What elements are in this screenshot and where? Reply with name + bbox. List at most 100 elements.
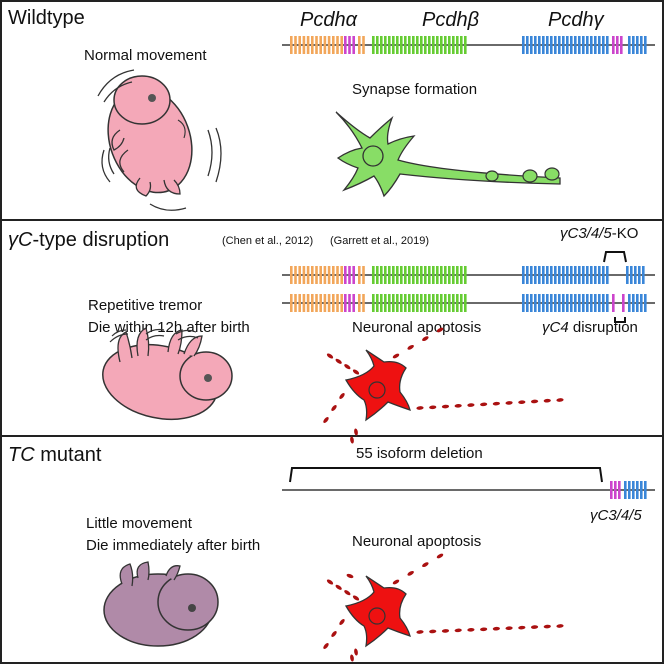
exon-bar bbox=[380, 36, 383, 54]
exon-bar bbox=[416, 266, 419, 284]
exon-bar bbox=[323, 36, 327, 54]
exon-bar bbox=[602, 294, 605, 312]
exon-bar bbox=[384, 266, 387, 284]
exon-bar bbox=[384, 36, 387, 54]
exon-bar bbox=[424, 266, 427, 284]
fragment-dot bbox=[467, 403, 475, 407]
exon-bar bbox=[408, 36, 411, 54]
exon-bar bbox=[344, 294, 347, 312]
apoptotic-neuron-icon bbox=[344, 349, 411, 422]
exon-bar bbox=[327, 294, 331, 312]
exon-bar bbox=[323, 266, 327, 284]
exon-bar bbox=[440, 266, 443, 284]
exon-bar bbox=[644, 294, 647, 312]
gene-cluster-ko bbox=[290, 266, 645, 284]
exon-bar bbox=[598, 36, 601, 54]
panel-wildtype-frame bbox=[0, 0, 664, 221]
exon-bar bbox=[636, 294, 639, 312]
exon-bar bbox=[444, 266, 447, 284]
fragment-dot bbox=[346, 573, 354, 579]
fragment-dot bbox=[454, 403, 462, 408]
cellular-tc: Neuronal apoptosis bbox=[352, 533, 481, 550]
fragment-dot bbox=[556, 624, 564, 628]
exon-bar bbox=[546, 36, 549, 54]
fragment-dot bbox=[422, 562, 429, 568]
exon-bar bbox=[311, 294, 314, 312]
exon-bar bbox=[574, 294, 577, 312]
exon-bar bbox=[526, 294, 529, 312]
exon-bar bbox=[428, 294, 431, 312]
exon-bar bbox=[319, 266, 322, 284]
exon-bar bbox=[344, 36, 347, 54]
exon-bar bbox=[554, 266, 557, 284]
fragment-dot bbox=[454, 628, 462, 633]
exon-bar bbox=[400, 266, 403, 284]
exon-bar bbox=[306, 36, 310, 54]
exon-bar bbox=[606, 294, 609, 312]
exon-bar bbox=[582, 266, 585, 284]
fragment-dot bbox=[556, 398, 564, 402]
exon-bar bbox=[332, 266, 335, 284]
exon-bar bbox=[372, 294, 375, 312]
c4-bracket bbox=[614, 317, 626, 323]
exon-bar bbox=[464, 36, 467, 54]
exon-bar bbox=[412, 266, 415, 284]
remaining-label: γC3/4/5 bbox=[590, 507, 642, 524]
fragment-dot bbox=[326, 579, 334, 585]
exon-bar bbox=[348, 294, 351, 312]
exon-bar bbox=[638, 266, 641, 284]
exon-bar bbox=[542, 266, 545, 284]
fragment-dot bbox=[392, 353, 400, 359]
exon-bar bbox=[622, 294, 625, 312]
exon-bar bbox=[606, 36, 609, 54]
exon-bar bbox=[590, 294, 593, 312]
panel-title-wildtype: Wildtype bbox=[8, 7, 85, 29]
fragment-dot bbox=[429, 405, 437, 410]
exon-bar bbox=[315, 266, 318, 284]
ko-label: γC3/4/5-KO bbox=[560, 225, 638, 242]
exon-bar bbox=[594, 266, 597, 284]
fragment-dot bbox=[350, 654, 354, 662]
exon-bar bbox=[404, 266, 407, 284]
cellular-gc: Neuronal apoptosis bbox=[352, 319, 481, 336]
fragment-dot bbox=[416, 630, 424, 634]
exon-bar bbox=[628, 481, 631, 499]
exon-bar bbox=[538, 294, 541, 312]
exon-bar bbox=[554, 294, 557, 312]
exon-bar bbox=[336, 266, 339, 284]
cellular-wildtype: Synapse formation bbox=[352, 81, 477, 98]
exon-bar bbox=[306, 266, 310, 284]
exon-bar bbox=[327, 36, 331, 54]
exon-bar bbox=[290, 36, 293, 54]
exon-bar bbox=[542, 36, 545, 54]
exon-bar bbox=[628, 294, 631, 312]
exon-bar bbox=[388, 294, 391, 312]
exon-bar bbox=[302, 266, 306, 284]
exon-bar bbox=[392, 36, 395, 54]
fragment-dot bbox=[480, 627, 488, 632]
panel-tc-frame bbox=[0, 435, 664, 664]
phenotype-gc-line1: Repetitive tremor bbox=[88, 297, 202, 314]
fragment-dot bbox=[518, 400, 526, 405]
exon-bar bbox=[526, 266, 529, 284]
fragment-dot bbox=[441, 404, 450, 409]
exon-bar bbox=[632, 294, 635, 312]
exon-bar bbox=[432, 266, 435, 284]
tremor-lines bbox=[109, 328, 199, 343]
exon-bar bbox=[634, 266, 637, 284]
gene-cluster-c4-disruption bbox=[290, 294, 647, 312]
exon-bar bbox=[562, 266, 565, 284]
fragment-dot bbox=[352, 595, 360, 601]
exon-bar bbox=[348, 266, 351, 284]
pup-icon bbox=[107, 75, 193, 197]
fragment-dot bbox=[335, 358, 342, 364]
exon-bar bbox=[538, 36, 541, 54]
fragment-dot bbox=[331, 405, 337, 411]
exon-bar bbox=[352, 294, 355, 312]
exon-bar bbox=[400, 36, 403, 54]
exon-bar bbox=[352, 36, 355, 54]
exon-bar bbox=[562, 294, 565, 312]
fragment-dot bbox=[350, 436, 354, 444]
fragment-dot bbox=[530, 625, 539, 629]
citation-chen: (Chen et al., 2012) bbox=[222, 235, 313, 247]
